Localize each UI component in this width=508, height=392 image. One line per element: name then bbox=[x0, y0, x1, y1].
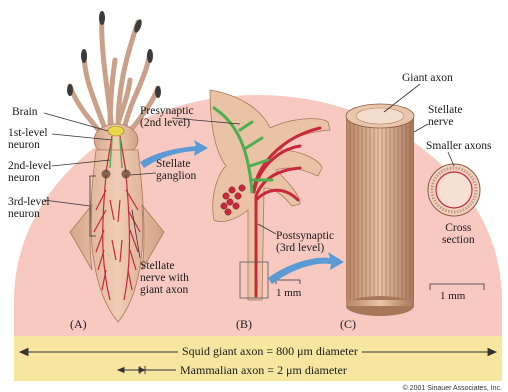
footer-squid-axon: Squid giant axon = 800 μm diameter bbox=[178, 344, 362, 359]
panel-label-b: (B) bbox=[236, 318, 252, 330]
label-brain: Brain bbox=[12, 106, 38, 118]
label-postsynaptic: Postsynaptic (3rd level) bbox=[276, 230, 334, 254]
panel-label-c: (C) bbox=[340, 318, 356, 330]
footer-mammalian-axon: Mammalian axon = 2 μm diameter bbox=[180, 363, 347, 378]
scale-label-c: 1 mm bbox=[440, 290, 465, 302]
label-giant-axon: Giant axon bbox=[402, 72, 453, 84]
label-smaller-axons: Smaller axons bbox=[426, 140, 491, 152]
panel-label-a: (A) bbox=[70, 318, 87, 330]
cross-section-circle bbox=[428, 164, 480, 216]
label-cross-section: Cross section bbox=[442, 222, 475, 246]
label-third-level-neuron: 3rd-level neuron bbox=[8, 196, 50, 220]
scale-label-b: 1 mm bbox=[276, 287, 301, 299]
label-second-level-neuron: 2nd-level neuron bbox=[8, 160, 51, 184]
label-stellate-ganglion: Stellate ganglion bbox=[156, 158, 196, 182]
label-first-level-neuron: 1st-level neuron bbox=[8, 127, 48, 151]
label-presynaptic: Presynaptic (2nd level) bbox=[140, 105, 194, 129]
giant-axon-cylinder bbox=[346, 104, 414, 316]
copyright-notice: © 2001 Sinauer Associates, Inc. bbox=[403, 385, 502, 392]
label-stellate-nerve-giant-axon: Stellate nerve with giant axon bbox=[140, 260, 189, 296]
label-stellate-nerve: Stellate nerve bbox=[428, 104, 463, 128]
